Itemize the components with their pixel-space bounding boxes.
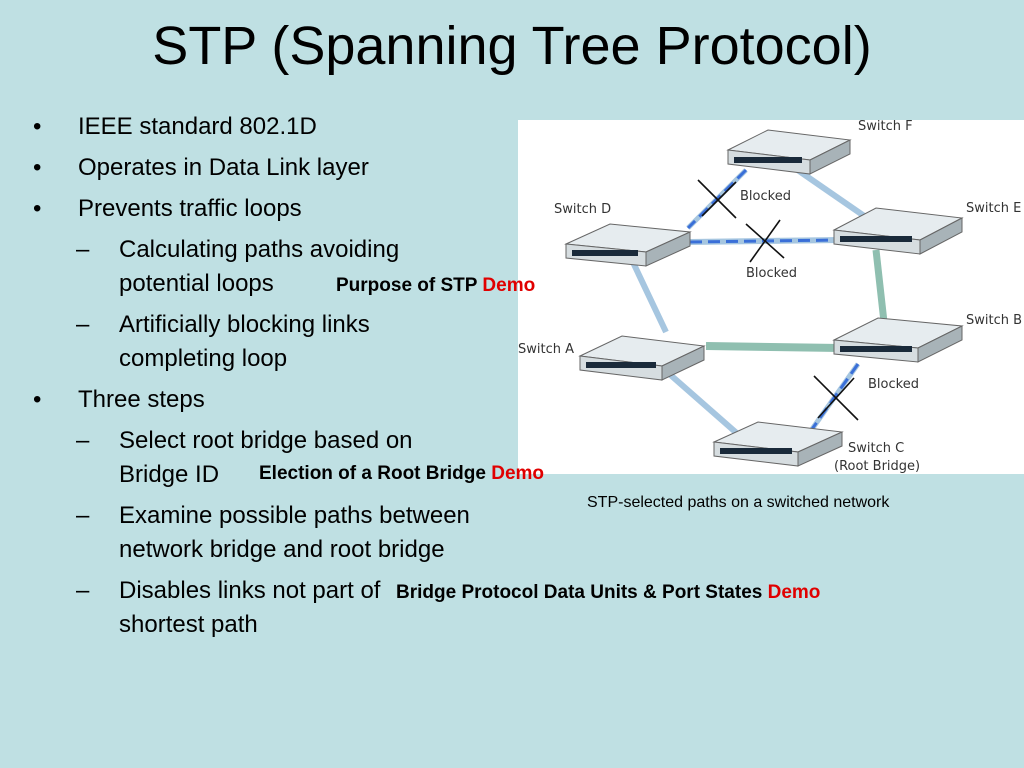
demo-link[interactable]: Demo xyxy=(491,463,545,484)
switch-e xyxy=(832,207,964,255)
demo-link[interactable]: Demo xyxy=(482,275,536,296)
sub-list-item: – Artificially blocking links completing… xyxy=(30,308,500,376)
bullet-text: Three steps xyxy=(78,386,205,413)
purpose-of-stp-link[interactable]: Purpose of STP Demo xyxy=(336,275,535,297)
link-text: Bridge Protocol Data Units & Port States xyxy=(396,582,763,603)
network-svg: Switch F Switch D Switch E Switch A Swit… xyxy=(518,119,1022,474)
bullet-text: Select root bridge based on Bridge ID xyxy=(119,427,413,488)
block-cross-icon xyxy=(701,181,737,217)
bullet-text: Artificially blocking links completing l… xyxy=(119,311,370,372)
bullet-text: Operates in Data Link layer xyxy=(78,154,369,181)
sub-list-item: – Examine possible paths between network… xyxy=(30,499,500,567)
bpdu-port-states-link[interactable]: Bridge Protocol Data Units & Port States… xyxy=(396,582,820,604)
diagram-caption: STP-selected paths on a switched network xyxy=(587,494,890,511)
label-switch-a: Switch A xyxy=(518,342,574,357)
link-a-b xyxy=(705,342,841,352)
list-item: • Operates in Data Link layer xyxy=(30,151,500,185)
bullet-text: Calculating paths avoiding potential loo… xyxy=(119,236,400,297)
label-blocked: Blocked xyxy=(746,266,797,281)
link-d-a xyxy=(627,254,669,334)
dash-marker: – xyxy=(76,311,90,338)
label-switch-b: Switch B xyxy=(966,313,1022,328)
bullet-marker: • xyxy=(33,195,42,222)
list-item: • Prevents traffic loops xyxy=(30,192,500,226)
link-text: Election of a Root Bridge xyxy=(259,463,486,484)
label-blocked: Blocked xyxy=(868,377,919,392)
dash-marker: – xyxy=(76,427,90,454)
dash-marker: – xyxy=(76,236,90,263)
switch-d xyxy=(564,223,692,267)
dash-marker: – xyxy=(76,502,90,529)
link-text: Purpose of STP xyxy=(336,275,478,296)
list-item: • IEEE standard 802.1D xyxy=(30,110,500,144)
bullet-text: Examine possible paths between network b… xyxy=(119,502,470,563)
switch-f xyxy=(726,129,852,175)
link-a-c xyxy=(656,361,742,439)
label-switch-d: Switch D xyxy=(554,202,611,217)
label-switch-f: Switch F xyxy=(858,120,913,134)
label-blocked: Blocked xyxy=(740,189,791,204)
bullet-text: Prevents traffic loops xyxy=(78,195,302,222)
sub-list-item: – Select root bridge based on Bridge ID xyxy=(30,424,500,492)
sub-list-item: – Disables links not part of shortest pa… xyxy=(30,574,500,642)
label-switch-c: Switch C xyxy=(848,441,904,456)
election-root-bridge-link[interactable]: Election of a Root Bridge Demo xyxy=(259,463,544,485)
bullet-list: • IEEE standard 802.1D • Operates in Dat… xyxy=(30,110,500,649)
switch-c xyxy=(712,421,844,467)
demo-link[interactable]: Demo xyxy=(767,582,821,603)
label-switch-e: Switch E xyxy=(966,201,1021,216)
bullet-marker: • xyxy=(33,113,42,140)
block-cross-icon xyxy=(749,219,781,263)
link-e-b xyxy=(872,249,888,323)
block-marks xyxy=(697,179,859,421)
dash-marker: – xyxy=(76,577,90,604)
label-root-bridge: (Root Bridge) xyxy=(834,459,920,474)
switch-b xyxy=(832,317,964,363)
switch-a xyxy=(578,335,706,381)
stp-network-diagram: Switch F Switch D Switch E Switch A Swit… xyxy=(518,119,1024,474)
bullet-marker: • xyxy=(33,386,42,413)
block-cross-icon xyxy=(697,179,737,219)
list-item: • Three steps xyxy=(30,383,500,417)
sub-list-item: – Calculating paths avoiding potential l… xyxy=(30,233,500,301)
bullet-text: IEEE standard 802.1D xyxy=(78,113,317,140)
block-cross-icon xyxy=(817,377,855,419)
bullet-marker: • xyxy=(33,154,42,181)
bullet-text: Disables links not part of shortest path xyxy=(119,577,381,638)
slide-title: STP (Spanning Tree Protocol) xyxy=(152,16,872,76)
link-b-c-blocked xyxy=(808,363,860,433)
